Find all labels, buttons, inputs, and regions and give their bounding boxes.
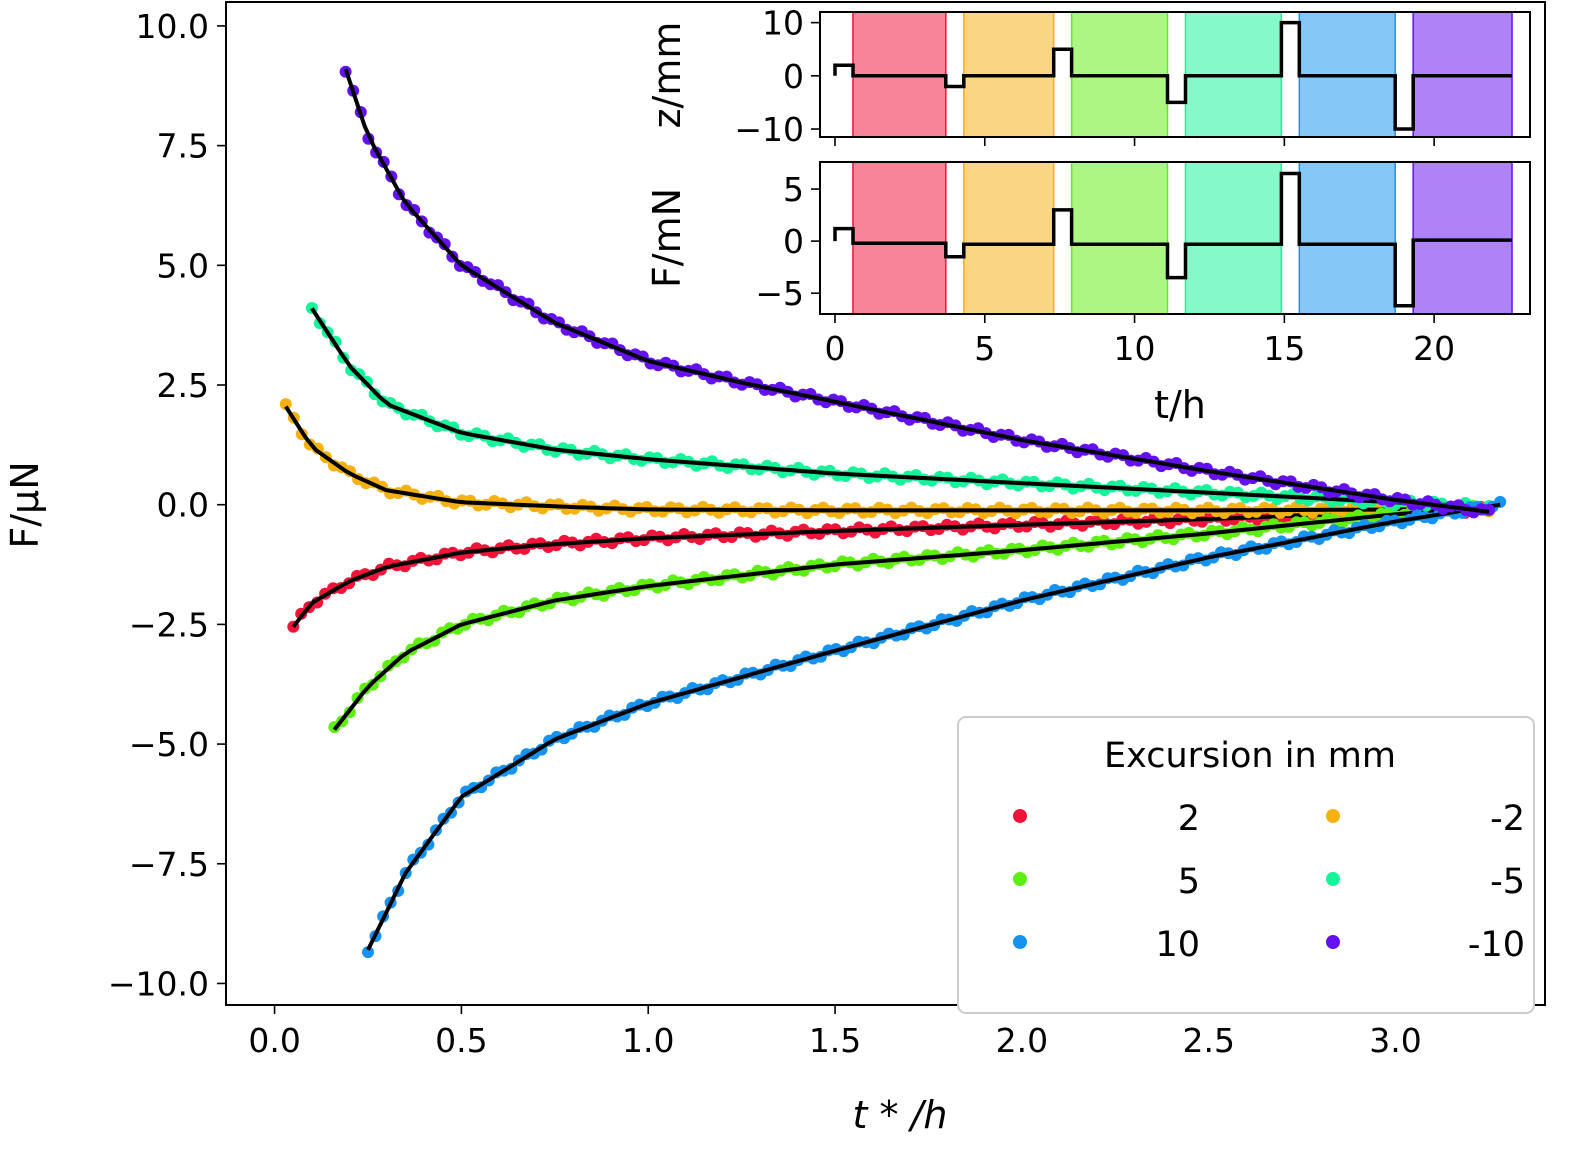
main-data-marks bbox=[279, 65, 1507, 959]
legend-entries: 2 5 10 -2 -5 -10 bbox=[1013, 799, 1525, 965]
inset-f-x-tick-label: 20 bbox=[1413, 329, 1455, 368]
inset-f-y-tick-label: 0 bbox=[783, 222, 804, 261]
x-tick-label: 0.0 bbox=[248, 1021, 300, 1060]
data-point bbox=[362, 946, 374, 959]
fit-line-10 bbox=[366, 502, 1501, 951]
inset-f-band-2 bbox=[963, 161, 1055, 315]
series--10 bbox=[339, 65, 1495, 519]
main-x-axis-title: t * /h bbox=[853, 1093, 948, 1137]
y-tick-label: 5.0 bbox=[157, 246, 209, 285]
inset-f-x-tick-label: 0 bbox=[824, 329, 845, 368]
legend-label: 5 bbox=[1178, 862, 1200, 902]
inset-f-band-1 bbox=[852, 161, 947, 315]
inset-f-signal-line bbox=[833, 171, 1512, 308]
y-tick-label: 7.5 bbox=[157, 127, 209, 166]
main-plot-frame bbox=[225, 1, 1546, 1006]
inset-z-data-marks bbox=[833, 11, 1513, 138]
inset-f-y-tick-label: 5 bbox=[783, 170, 804, 209]
x-tick-label: 2.0 bbox=[996, 1021, 1048, 1060]
legend-frame bbox=[957, 716, 1535, 1014]
legend-marker bbox=[1013, 935, 1027, 949]
inset-f-band-3 bbox=[1070, 161, 1169, 315]
legend-item--2: -2 bbox=[1326, 799, 1525, 839]
y-tick-label: 2.5 bbox=[157, 366, 209, 405]
inset-f-axes: 5 0 −5 0 5 10 15 20 bbox=[755, 161, 1531, 368]
inset-x-axis-title: t/h bbox=[1154, 383, 1206, 427]
y-tick-label: −5.0 bbox=[129, 725, 209, 764]
inset-f-frame bbox=[819, 161, 1531, 315]
series-10 bbox=[362, 495, 1507, 959]
legend-marker bbox=[1326, 809, 1340, 823]
legend-item--5: -5 bbox=[1326, 862, 1525, 902]
main-axes: 0.0 0.5 1.0 1.5 2.0 2.5 3.0 10.0 7.5 5.0 2.5 0.0 −2.… bbox=[108, 1, 1546, 1060]
y-tick-label: −10.0 bbox=[108, 964, 209, 1003]
fit-line--10 bbox=[343, 68, 1490, 514]
inset-f-y-axis-title: F/mN bbox=[645, 188, 689, 288]
inset-z-axes: 10 0 −10 bbox=[734, 4, 1531, 149]
inset-f-band-4 bbox=[1184, 161, 1283, 315]
legend-marker bbox=[1326, 872, 1340, 886]
inset-z-plot: 10 0 −10 z/mm bbox=[645, 4, 1531, 149]
inset-f-band-5 bbox=[1298, 161, 1396, 315]
inset-f-y-tick-label: −5 bbox=[755, 274, 804, 313]
inset-z-frame bbox=[819, 11, 1531, 138]
inset-z-y-axis-title: z/mm bbox=[645, 22, 689, 129]
inset-z-signal-line bbox=[833, 20, 1512, 131]
fit-line--5 bbox=[310, 307, 1490, 510]
inset-f-x-tick-label: 5 bbox=[974, 329, 995, 368]
inset-f-x-tick-label: 15 bbox=[1263, 329, 1305, 368]
main-y-axis-title: F/μN bbox=[3, 461, 47, 548]
x-tick-label: 1.0 bbox=[622, 1021, 674, 1060]
inset-f-plot: 5 0 −5 0 5 10 15 20 F/mN t/h bbox=[645, 161, 1531, 427]
legend-label: -5 bbox=[1490, 862, 1525, 902]
legend-item--10: -10 bbox=[1326, 925, 1525, 965]
legend-label: -10 bbox=[1468, 925, 1525, 965]
legend-label: -2 bbox=[1490, 799, 1525, 839]
legend-item-2: 2 bbox=[1013, 799, 1200, 839]
inset-z-y-tick-label: −10 bbox=[734, 110, 804, 149]
legend-marker bbox=[1013, 872, 1027, 886]
inset-f-x-tick-label: 10 bbox=[1114, 329, 1156, 368]
data-point bbox=[279, 398, 292, 411]
legend-item-5: 5 bbox=[1013, 862, 1200, 902]
y-tick-label: −7.5 bbox=[129, 845, 209, 884]
fit-line--2 bbox=[284, 405, 1490, 513]
legend-marker bbox=[1013, 809, 1027, 823]
y-tick-label: −2.5 bbox=[129, 605, 209, 644]
legend-marker bbox=[1326, 935, 1340, 949]
legend-label: 2 bbox=[1178, 799, 1200, 839]
inset-z-y-tick-label: 10 bbox=[762, 4, 804, 43]
y-tick-label: 0.0 bbox=[157, 486, 209, 525]
legend: Excursion in mm 2 5 10 -2 -5 -10 bbox=[957, 716, 1535, 1014]
legend-title: Excursion in mm bbox=[1104, 736, 1396, 776]
inset-f-band-6 bbox=[1412, 161, 1513, 315]
main-plot: 0.0 0.5 1.0 1.5 2.0 2.5 3.0 10.0 7.5 5.0 2.5 0.0 −2.… bbox=[3, 1, 1546, 1137]
fit-line-5 bbox=[332, 505, 1490, 731]
x-tick-label: 0.5 bbox=[435, 1021, 487, 1060]
inset-f-data-marks bbox=[833, 161, 1513, 315]
inset-z-y-tick-label: 0 bbox=[783, 57, 804, 96]
legend-item-10: 10 bbox=[1013, 925, 1200, 965]
y-tick-label: 10.0 bbox=[136, 7, 209, 46]
x-tick-label: 2.5 bbox=[1182, 1021, 1234, 1060]
legend-label: 10 bbox=[1155, 925, 1200, 965]
x-tick-label: 3.0 bbox=[1369, 1021, 1421, 1060]
x-tick-label: 1.5 bbox=[809, 1021, 861, 1060]
